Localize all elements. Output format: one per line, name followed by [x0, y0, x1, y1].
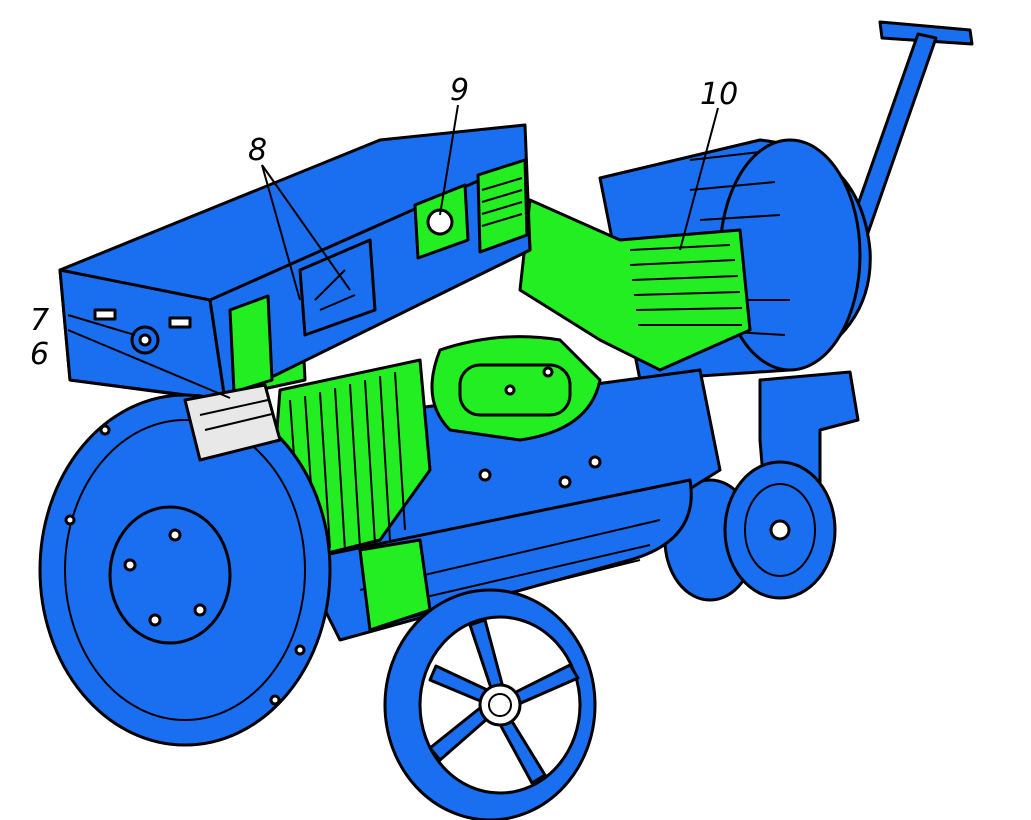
callout-9: 9: [450, 73, 469, 108]
callout-10: 10: [700, 77, 738, 112]
leader-8b: [261, 164, 351, 291]
callout-7: 7: [30, 303, 49, 338]
meter-panel: [413, 183, 470, 260]
leader-6: [67, 329, 231, 399]
callout-8: 8: [248, 133, 267, 168]
leader-7: [67, 314, 136, 336]
terminal-block: [183, 383, 282, 462]
leader-lines: [67, 104, 719, 399]
leader-9: [439, 104, 459, 216]
switch-panel: [298, 238, 377, 337]
control-box: [58, 123, 532, 402]
rear-wheel-assembly: [663, 370, 860, 602]
leader-8a: [261, 164, 301, 301]
callout-6: 6: [30, 337, 49, 372]
front-end-housing: [38, 393, 332, 747]
front-wheel: [383, 588, 597, 820]
leader-10: [679, 107, 719, 251]
